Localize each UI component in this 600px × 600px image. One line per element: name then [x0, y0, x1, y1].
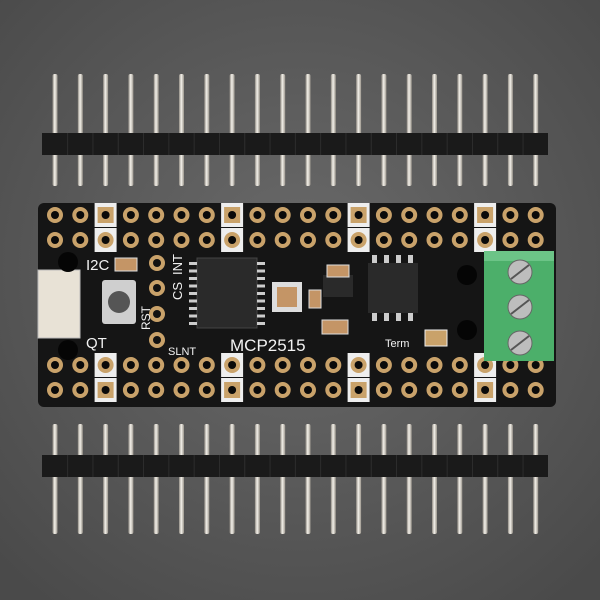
- header-pin: [356, 424, 362, 534]
- mounting-hole: [457, 320, 477, 340]
- header-pin: [52, 424, 58, 534]
- header-pin: [533, 74, 539, 186]
- reset-button-cap: [108, 291, 130, 313]
- header-pin: [381, 424, 387, 534]
- header-pin: [356, 74, 362, 186]
- breakout-board: I2C QT RST CS INT SLNT MCP2515 Term: [37, 203, 556, 407]
- header-pin: [330, 424, 336, 534]
- header-pin: [179, 74, 184, 186]
- pin-header-bottom: [42, 424, 548, 534]
- header-pin: [128, 424, 134, 534]
- header-pin: [280, 424, 286, 534]
- mounting-hole: [58, 252, 78, 272]
- header-pin: [52, 74, 58, 186]
- header-pin: [381, 74, 387, 186]
- header-pin: [457, 74, 463, 186]
- label-rst: RST: [139, 305, 153, 330]
- header-pin: [406, 74, 412, 186]
- can-transceiver-chip: [368, 255, 418, 321]
- header-pin: [406, 424, 412, 534]
- mcp2515-chip: [189, 257, 265, 329]
- header-pin: [77, 74, 83, 186]
- header-pin: [305, 424, 311, 534]
- header-pin: [254, 424, 260, 534]
- label-int: INT: [170, 254, 185, 275]
- header-pin: [254, 74, 260, 186]
- header-pin: [229, 424, 235, 534]
- label-slnt: SLNT: [168, 346, 196, 358]
- label-term: Term: [385, 338, 409, 350]
- label-mcp2515: MCP2515: [230, 336, 306, 355]
- header-pin: [305, 74, 311, 186]
- header-pin: [153, 424, 159, 534]
- pin-holes: [47, 203, 544, 402]
- header-pin: [103, 424, 109, 534]
- regulator: [323, 275, 353, 297]
- header-pin: [432, 74, 437, 186]
- pin-header-top: [42, 74, 548, 186]
- header-pin: [482, 424, 488, 534]
- stemma-qt-connector: [37, 269, 81, 339]
- header-pin: [153, 74, 159, 186]
- signal-pads: [149, 255, 165, 348]
- label-i2c: I2C: [86, 257, 110, 274]
- header-pin: [77, 424, 83, 534]
- header-pin: [128, 74, 134, 186]
- header-pin: [204, 424, 210, 534]
- label-cs: CS: [170, 282, 185, 300]
- term-jumper: [424, 329, 448, 347]
- header-pin: [457, 424, 463, 534]
- header-pin: [179, 424, 184, 534]
- header-pin: [507, 424, 513, 534]
- header-pin: [482, 74, 488, 186]
- label-qt: QT: [86, 335, 107, 352]
- capacitor: [114, 257, 138, 272]
- header-pin: [229, 74, 235, 186]
- header-pin: [330, 74, 336, 186]
- header-pin: [103, 74, 109, 186]
- screw-terminal-block: [484, 251, 554, 361]
- mounting-hole: [58, 340, 78, 360]
- header-pin: [280, 74, 286, 186]
- header-pin: [533, 424, 539, 534]
- mounting-hole: [457, 265, 477, 285]
- header-pin: [507, 74, 513, 186]
- header-pin: [432, 424, 437, 534]
- header-pin: [204, 74, 210, 186]
